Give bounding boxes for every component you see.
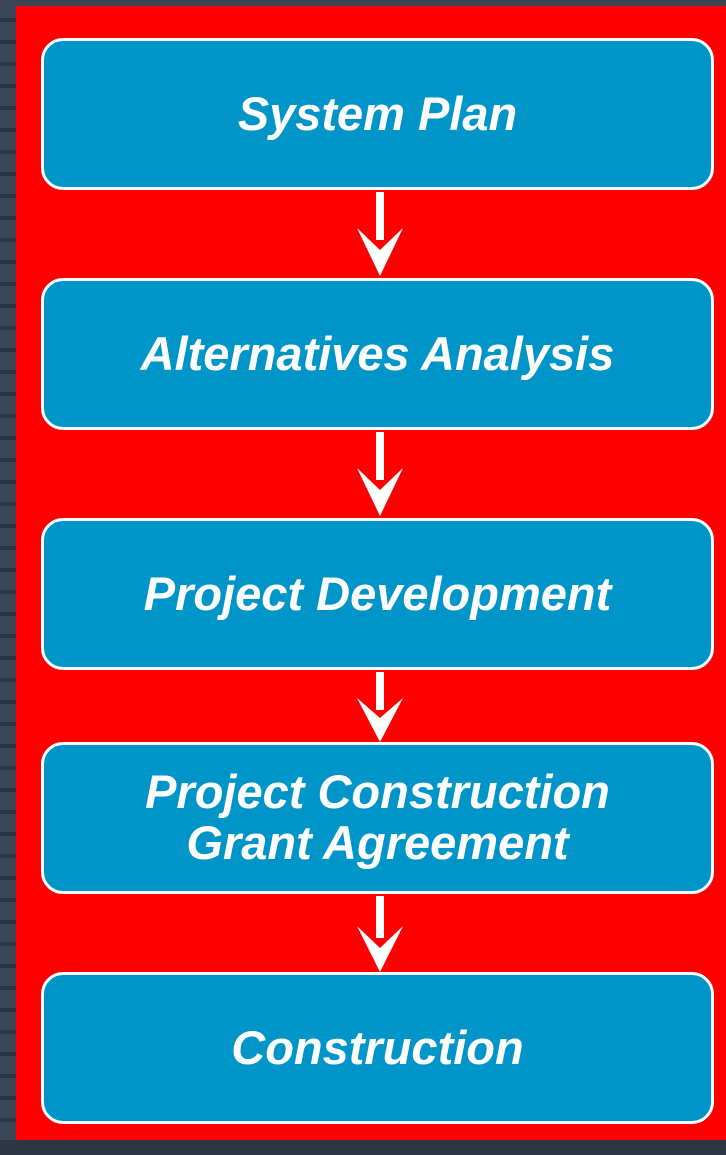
background-left-edge — [0, 0, 16, 1155]
step-project-construction-grant-agreement: Project Construction Grant Agreement — [41, 742, 714, 894]
step-label: Project Construction Grant Agreement — [145, 765, 610, 869]
step-label: Construction — [231, 1020, 524, 1074]
step-label: Project Development — [143, 566, 612, 620]
background-bottom-strip — [0, 1140, 726, 1155]
step-system-plan: System Plan — [41, 38, 714, 190]
step-construction: Construction — [41, 972, 714, 1124]
step-alternatives-analysis: Alternatives Analysis — [41, 278, 714, 430]
down-arrow-icon — [355, 432, 405, 516]
down-arrow-icon — [355, 192, 405, 276]
step-project-development: Project Development — [41, 518, 714, 670]
background-top-strip — [0, 0, 726, 6]
down-arrow-icon — [355, 896, 405, 972]
down-arrow-icon — [355, 672, 405, 742]
step-label: System Plan — [237, 86, 518, 140]
step-label: Alternatives Analysis — [140, 326, 615, 380]
